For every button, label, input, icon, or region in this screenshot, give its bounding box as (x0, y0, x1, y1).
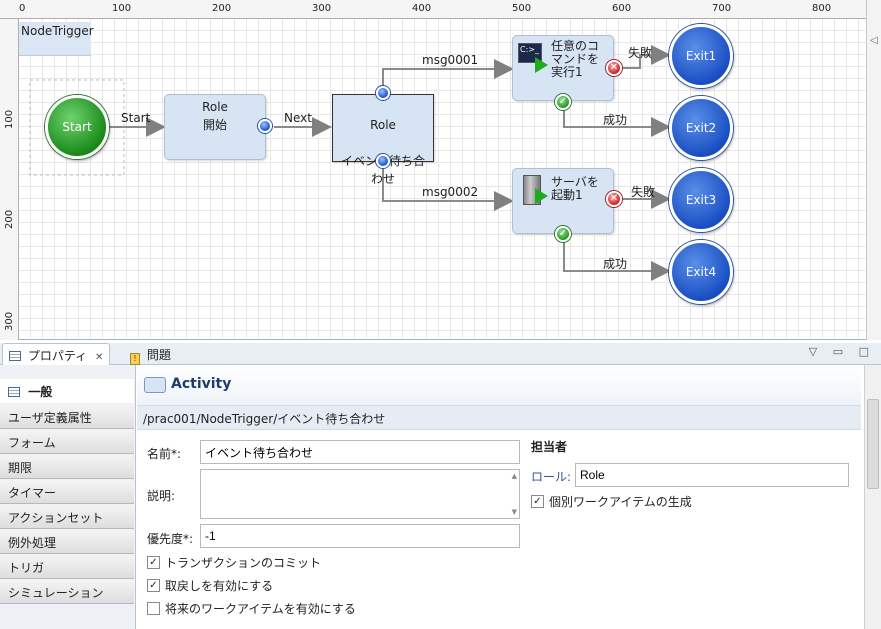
name-field[interactable] (200, 440, 520, 464)
close-icon[interactable]: ✕ (94, 352, 104, 363)
category-user-attributes[interactable]: ユーザ定義属性 (0, 405, 134, 429)
checkbox-icon[interactable]: ✓ (531, 495, 544, 508)
category-action-set[interactable]: アクションセット (0, 505, 134, 529)
ruler-label: 500 (512, 3, 532, 14)
exit-event-3[interactable]: Exit3 (669, 168, 733, 232)
scrollbar-thumb[interactable] (867, 399, 879, 489)
properties-content: Activity /prac001/NodeTrigger/イベント待ち合わせ … (137, 365, 864, 629)
edge-label-ok2: 成功 (603, 257, 628, 271)
task-node-label: 任意のコ マンドを 実行1 (551, 39, 600, 79)
checkbox-icon[interactable] (147, 602, 160, 615)
output-port-icon[interactable] (376, 154, 390, 168)
description-label: 説明: (147, 489, 176, 503)
ruler-label: 300 (312, 3, 332, 14)
tab-properties[interactable]: プロパティ ✕ (2, 343, 111, 365)
ruler-label: 200 (4, 209, 15, 229)
checkbox-icon[interactable]: ✓ (147, 556, 160, 569)
start-event[interactable]: Start (45, 95, 109, 159)
task-node-server[interactable]: サーバを 起動1 (512, 168, 614, 234)
task-node-label: サーバを 起動1 (551, 175, 599, 202)
category-timer[interactable]: タイマー (0, 480, 134, 504)
priority-field[interactable] (200, 524, 520, 548)
success-port-icon[interactable]: ✓ (555, 94, 571, 110)
edge-label-start: Start (121, 111, 151, 125)
exit-event-1[interactable]: Exit1 (669, 24, 733, 88)
category-deadline[interactable]: 期限 (0, 455, 134, 479)
output-port-icon[interactable] (258, 119, 272, 133)
ruler-label: 700 (712, 3, 732, 14)
tab-problems[interactable]: ! 問題 (124, 343, 177, 365)
collapse-arrow-icon[interactable]: ◁ (870, 35, 878, 46)
category-general[interactable]: 一般 (0, 379, 134, 403)
tab-problems-label: 問題 (146, 348, 171, 362)
checkbox-icon[interactable]: ✓ (147, 579, 160, 592)
description-field[interactable]: ▲ ▼ (200, 469, 520, 519)
view-controls: ▽ ▭ □ (809, 345, 875, 358)
category-trigger[interactable]: トリガ (0, 555, 134, 579)
commit-transaction-checkbox[interactable]: ✓ トランザクションのコミット (147, 554, 321, 571)
edge-label-ok1: 成功 (603, 113, 628, 127)
ruler-label: 300 (4, 311, 15, 331)
content-header: Activity (137, 365, 861, 405)
content-title: Activity (171, 376, 232, 392)
properties-scrollbar[interactable] (864, 365, 881, 629)
priority-label: 優先度*: (147, 532, 194, 546)
ruler-label: 0 (19, 3, 26, 14)
view-menu-icon[interactable]: ▽ (808, 345, 824, 358)
success-port-icon[interactable]: ✓ (555, 226, 571, 242)
name-label: 名前*: (147, 447, 182, 461)
ruler-label: 800 (812, 3, 832, 14)
output-port-icon[interactable] (376, 86, 390, 100)
individual-workitem-checkbox[interactable]: ✓ 個別ワークアイテムの生成 (531, 493, 692, 510)
edge-label-fail1: 失敗 (628, 46, 653, 60)
fail-port-icon[interactable]: ✕ (606, 191, 622, 207)
properties-icon (9, 351, 21, 361)
role-label: ロール: (531, 470, 572, 484)
assignee-section-title: 担当者 (531, 440, 568, 454)
minimize-icon[interactable]: ▭ (832, 345, 850, 358)
category-form[interactable]: フォーム (0, 430, 134, 454)
category-simulation[interactable]: シミュレーション (0, 580, 134, 604)
enable-future-workitems-checkbox[interactable]: 将来のワークアイテムを有効にする (147, 600, 356, 617)
edge-label-next: Next (284, 111, 312, 125)
ruler-label: 200 (212, 3, 232, 14)
role-node-wait[interactable]: Role イベント待ち合 わせ (332, 94, 434, 186)
role-field[interactable] (575, 463, 849, 487)
ruler-top: 0 100 200 300 400 500 600 700 800 (0, 0, 866, 19)
ruler-label: 600 (612, 3, 632, 14)
category-list: 一般 ユーザ定義属性 フォーム 期限 タイマー アクションセット 例外処理 トリ… (0, 365, 136, 629)
ruler-label: 400 (412, 3, 432, 14)
category-exception[interactable]: 例外処理 (0, 530, 134, 554)
pool-label[interactable]: NodeTrigger (19, 22, 94, 56)
role-node-title: Role (370, 118, 396, 132)
edge-label-msg1: msg0001 (422, 53, 479, 67)
ruler-label: 100 (4, 109, 15, 129)
play-icon (535, 57, 548, 73)
role-node-title: Role (202, 100, 228, 114)
element-path: /prac001/NodeTrigger/イベント待ち合わせ (137, 405, 861, 430)
tab-properties-label: プロパティ (27, 349, 88, 363)
view-tabs: プロパティ ✕ ! 問題 (0, 343, 881, 365)
maximize-icon[interactable]: □ (858, 345, 875, 358)
exit-event-4[interactable]: Exit4 (669, 240, 733, 304)
list-icon (8, 387, 20, 397)
fail-port-icon[interactable]: ✕ (606, 60, 622, 76)
diagram-editor: 0 100 200 300 400 500 600 700 800 100 20… (0, 0, 881, 340)
play-icon (535, 188, 548, 204)
activity-icon (144, 377, 166, 393)
ruler-label: 100 (112, 3, 132, 14)
role-node-start[interactable]: Role 開始 (164, 94, 266, 160)
edge-label-fail2: 失敗 (631, 185, 656, 199)
task-node-command[interactable]: C:>_ 任意のコ マンドを 実行1 (512, 35, 614, 101)
role-node-subtitle: 開始 (202, 118, 227, 132)
properties-panel: 一般 ユーザ定義属性 フォーム 期限 タイマー アクションセット 例外処理 トリ… (0, 365, 881, 629)
palette-collapse-bar[interactable] (866, 0, 881, 340)
problems-icon: ! (130, 353, 140, 365)
ruler-left: 100 200 300 (0, 19, 19, 340)
edge-label-msg2: msg0002 (422, 185, 479, 199)
enable-retrieve-checkbox[interactable]: ✓ 取戻しを有効にする (147, 577, 273, 594)
exit-event-2[interactable]: Exit2 (669, 96, 733, 160)
